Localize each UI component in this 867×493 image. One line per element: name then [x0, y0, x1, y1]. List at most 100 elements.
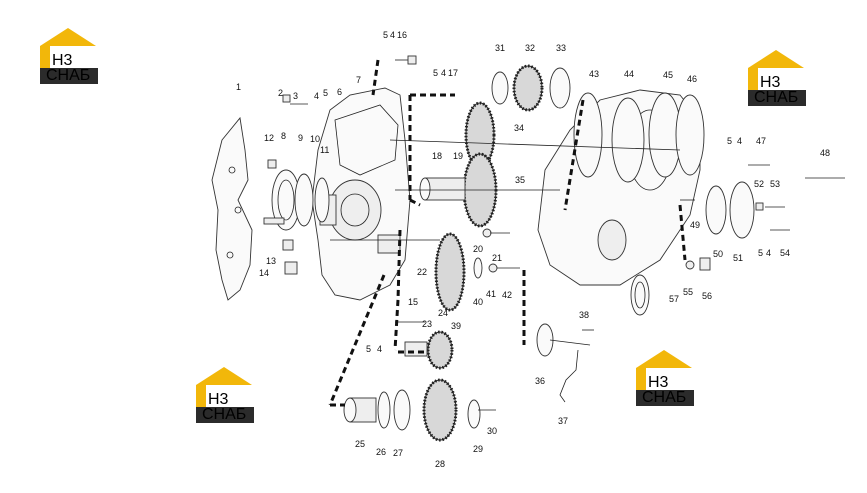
hole [226, 251, 234, 259]
hole [234, 206, 242, 214]
callout-27: 27 [393, 448, 403, 458]
callout-55: 55 [683, 287, 693, 297]
callout-35: 35 [515, 175, 525, 185]
callout-46: 46 [687, 74, 697, 84]
shaft-end [419, 177, 431, 201]
callout-51: 51 [733, 253, 743, 263]
shaft [404, 341, 428, 357]
callout-40: 40 [473, 297, 483, 307]
callout-labels: 1 2 3 4 5 6 7 8 9 10 11 12 13 14 15 16 1… [236, 30, 830, 469]
callout-41: 41 [486, 289, 496, 299]
ring-part-26 [377, 391, 391, 429]
callout-48: 48 [820, 148, 830, 158]
gear-teeth [422, 378, 458, 442]
cover-bore [597, 219, 627, 261]
housing-rib [334, 104, 399, 176]
seal-part-50 [705, 185, 727, 235]
gasket-part-44 [611, 97, 645, 183]
cap-part-33 [549, 67, 571, 109]
callout-31: 31 [495, 43, 505, 53]
callout-52: 52 [754, 179, 764, 189]
callout-49: 49 [690, 220, 700, 230]
callout-53: 53 [770, 179, 780, 189]
callout-57: 57 [669, 294, 679, 304]
assembly-line [393, 299, 400, 351]
assembly-line [409, 198, 421, 207]
callout-11: 11 [320, 145, 329, 155]
callout-19: 19 [453, 151, 463, 161]
logo-band [636, 390, 694, 406]
callout-5-top: 5 [383, 30, 388, 40]
callout-20: 20 [473, 244, 483, 254]
assembly-line [563, 99, 585, 211]
seal-part-9 [294, 173, 314, 227]
logo-top-left: H3 СНАБ [40, 28, 98, 84]
callout-47: 47 [756, 136, 766, 146]
callout-16: 16 [397, 30, 407, 40]
gear-teeth [426, 330, 454, 370]
cover-part-51 [729, 181, 755, 239]
seal-inner [277, 179, 295, 221]
seal-part-57 [630, 274, 650, 316]
ring-part-27 [393, 389, 411, 431]
callout-23: 23 [422, 319, 432, 329]
washer-part-31 [491, 71, 509, 105]
callout-10: 10 [310, 134, 320, 144]
callout-9: 9 [298, 133, 303, 143]
logo-band [196, 407, 254, 423]
bolt-part-12 [267, 159, 277, 169]
logo-panel [206, 385, 252, 407]
callout-5-right2: 5 [758, 248, 763, 258]
bolt-part-2 [282, 94, 291, 103]
bolt [263, 217, 285, 225]
callout-4-right: 4 [737, 136, 742, 146]
logo-bottom-right: H3 СНАБ [636, 350, 694, 406]
housing-bore-inner [340, 193, 370, 227]
callout-25: 25 [355, 439, 365, 449]
housing-boss [377, 234, 401, 254]
nut-part-52 [755, 202, 764, 211]
assembly-line [396, 229, 402, 301]
callout-38: 38 [579, 310, 589, 320]
logo-bottom-text: СНАБ [642, 389, 686, 406]
callout-6: 6 [337, 87, 342, 97]
housing-bore [328, 179, 382, 241]
callout-5-low: 5 [366, 344, 371, 354]
callout-14: 14 [259, 268, 269, 278]
washer-part-55 [685, 260, 695, 270]
callout-50: 50 [713, 249, 723, 259]
washer-part-40 [473, 257, 483, 279]
callout-5-right: 5 [727, 136, 732, 146]
callout-5-mid: 5 [433, 68, 438, 78]
shaft-part-18 [424, 177, 466, 201]
callout-30: 30 [487, 426, 497, 436]
bolt-head-16 [407, 55, 417, 65]
ring-part-29 [467, 399, 481, 429]
logo-bottom-left: H3 СНАБ [196, 367, 254, 423]
logo-top-text: H3 [760, 74, 781, 91]
callout-12: 12 [264, 133, 274, 143]
callout-17: 17 [448, 68, 458, 78]
hub-end [343, 397, 357, 423]
callout-3: 3 [293, 91, 298, 101]
callout-54: 54 [780, 248, 790, 258]
callout-33: 33 [556, 43, 566, 53]
callout-7: 7 [356, 75, 361, 85]
callout-42: 42 [502, 290, 512, 300]
logo-panel [50, 46, 96, 68]
pipe [549, 339, 591, 346]
callout-44: 44 [624, 69, 634, 79]
dipstick-part-37 [559, 349, 579, 403]
washer-part-20 [482, 228, 492, 238]
axis-line [389, 139, 681, 151]
callout-5: 5 [323, 88, 328, 98]
callout-29: 29 [473, 444, 483, 454]
callout-4: 4 [314, 91, 319, 101]
callout-26: 26 [376, 447, 386, 457]
callout-4-mid: 4 [441, 68, 446, 78]
callout-34: 34 [514, 123, 524, 133]
callout-4-top: 4 [390, 30, 395, 40]
nut-part-41 [488, 263, 498, 273]
callout-32: 32 [525, 43, 535, 53]
